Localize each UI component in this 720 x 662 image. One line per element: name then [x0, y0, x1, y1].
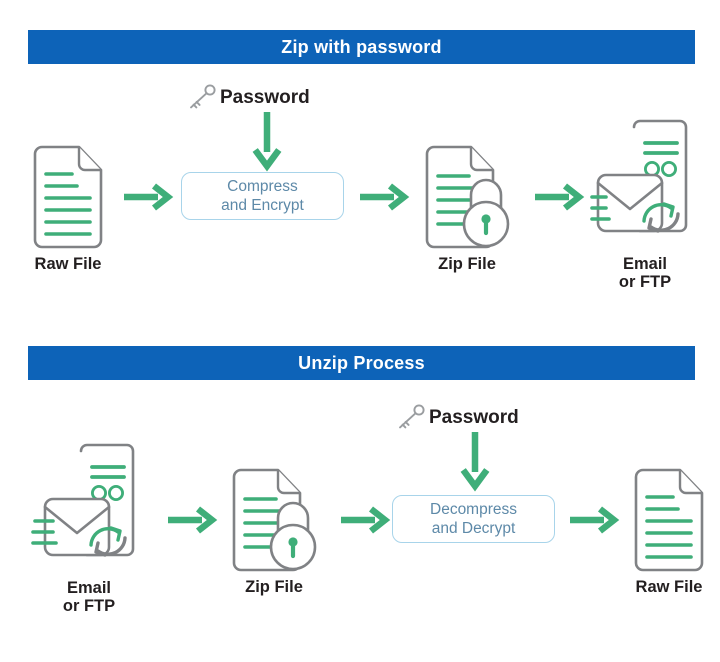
password-label: Password — [220, 86, 310, 108]
password-label: Password — [429, 406, 519, 428]
node-raw-file: Raw File — [621, 468, 717, 596]
password-group-unzip: Password — [396, 403, 519, 431]
arrow-password-to-process — [251, 112, 283, 174]
banner-title: Zip with password — [281, 37, 442, 57]
key-icon — [396, 403, 428, 431]
arrow-transport-to-zip — [168, 506, 218, 534]
node-zip-file: Zip File — [222, 468, 326, 596]
banner-zip-with-password: Zip with password — [28, 30, 695, 64]
process-pill-compress-encrypt: Compress and Encrypt — [181, 172, 344, 220]
key-icon — [187, 83, 219, 111]
locked-document-icon — [228, 468, 320, 572]
locked-document-icon — [421, 145, 513, 249]
node-label: Zip File — [438, 255, 496, 273]
node-label: Raw File — [635, 578, 703, 596]
node-label: Email or FTP — [62, 579, 116, 616]
flow-zip: Raw File Compress and Encrypt — [0, 119, 720, 340]
section-zip-with-password: Zip with password Password — [0, 0, 720, 320]
process-pill-decompress-decrypt: Decompress and Decrypt — [392, 495, 555, 543]
process-pill-label: Decompress and Decrypt — [430, 500, 517, 537]
banner-title: Unzip Process — [298, 353, 425, 373]
arrow-zip-to-transport — [535, 183, 585, 211]
document-icon — [29, 145, 107, 249]
arrow-password-to-process — [459, 432, 491, 494]
node-label: Zip File — [245, 578, 303, 596]
document-icon — [630, 468, 708, 572]
node-zip-file: Zip File — [415, 145, 519, 273]
email-ftp-icon — [31, 443, 145, 573]
email-ftp-icon — [590, 119, 698, 249]
node-label: Raw File — [34, 255, 102, 273]
arrow-raw-to-process — [124, 183, 174, 211]
node-email-or-ftp: Email or FTP — [590, 119, 698, 292]
flow-unzip: Email or FTP — [0, 443, 720, 662]
node-email-or-ftp: Email or FTP — [31, 443, 145, 616]
node-raw-file: Raw File — [20, 145, 116, 273]
section-unzip-process: Unzip Process Password — [0, 320, 720, 643]
password-group-zip: Password — [187, 83, 310, 111]
banner-unzip-process: Unzip Process — [28, 346, 695, 380]
arrow-process-to-raw — [570, 506, 620, 534]
node-label: Email or FTP — [618, 255, 672, 292]
process-pill-label: Compress and Encrypt — [221, 177, 304, 214]
arrow-process-to-zip — [360, 183, 410, 211]
arrow-zip-to-process — [341, 506, 391, 534]
